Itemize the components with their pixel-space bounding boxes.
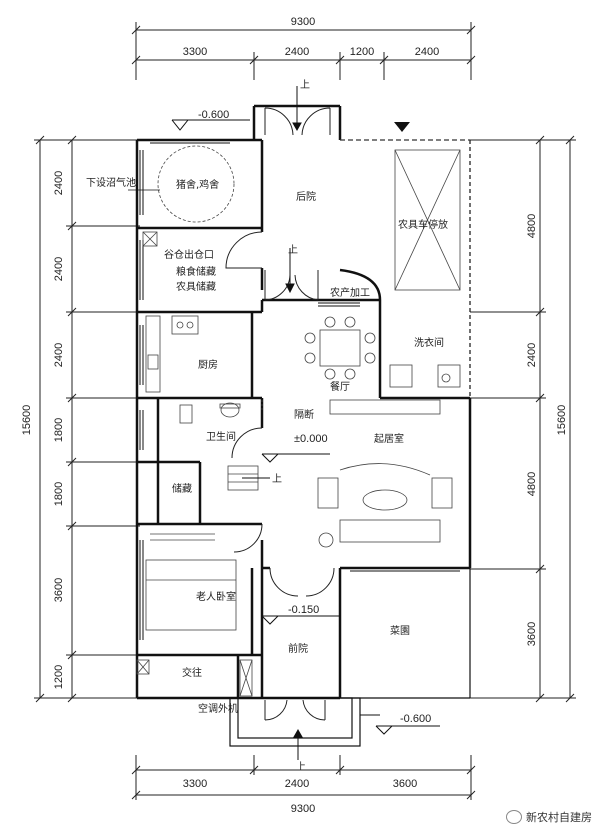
left-dim-4: 1800 xyxy=(53,418,65,442)
left-dimensions xyxy=(34,135,140,703)
left-dim-3: 2400 xyxy=(53,343,65,367)
left-dim-6: 3600 xyxy=(53,578,65,602)
watermark-text: 新农村自建房 xyxy=(526,811,592,824)
level-triangle-icon xyxy=(394,122,410,132)
label-kitchen: 厨房 xyxy=(198,358,218,371)
left-total-dim: 15600 xyxy=(21,405,33,436)
left-dim-2: 2400 xyxy=(53,257,65,281)
bottom-dim-3: 3600 xyxy=(393,778,417,790)
right-total-dim: 15600 xyxy=(556,405,568,436)
label-grain-store: 粮食储藏 xyxy=(176,265,216,278)
windows xyxy=(139,142,460,640)
label-biogas: 下设沼气池 xyxy=(86,176,136,189)
right-dimensions xyxy=(470,135,576,703)
up-label-mid: 上 xyxy=(288,244,298,256)
up-arrows xyxy=(242,86,303,760)
level-back-yard: -0.600 xyxy=(198,109,229,121)
right-dim-3: 4800 xyxy=(526,472,538,496)
bottom-dimensions xyxy=(131,755,476,800)
bottom-total-dim: 9300 xyxy=(291,803,315,815)
top-dim-1: 3300 xyxy=(183,46,207,58)
top-total-dim: 9300 xyxy=(291,16,315,28)
label-traffic: 交往 xyxy=(182,666,202,679)
label-vegetable-garden: 菜園 xyxy=(390,625,410,637)
top-dimensions xyxy=(131,22,476,80)
label-elder-bedroom: 老人卧室 xyxy=(196,590,236,603)
bottom-dim-1: 3300 xyxy=(183,778,207,790)
label-back-yard: 后院 xyxy=(296,190,316,203)
right-dim-4: 3600 xyxy=(526,622,538,646)
chat-icon xyxy=(506,810,522,824)
label-grain-outlet: 谷仓出仓口 xyxy=(164,248,214,261)
level-markers xyxy=(171,119,440,735)
level-front-step: -0.600 xyxy=(400,713,431,725)
right-dim-1: 4800 xyxy=(526,214,538,238)
right-dim-2: 2400 xyxy=(526,343,538,367)
label-dining: 餐厅 xyxy=(330,380,350,393)
label-storage: 储藏 xyxy=(172,482,192,495)
label-farm-processing: 农产加工 xyxy=(330,286,370,299)
up-label-top: 上 xyxy=(300,79,310,91)
level-front-porch: -0.150 xyxy=(288,604,319,616)
up-label-bottom: 上 xyxy=(296,761,306,773)
label-front-yard: 前院 xyxy=(288,642,308,655)
top-dim-4: 2400 xyxy=(415,46,439,58)
up-label-stair: 上 xyxy=(272,473,282,485)
label-partition: 隔断 xyxy=(294,408,314,421)
top-dim-3: 1200 xyxy=(350,46,374,58)
watermark: 新农村自建房 xyxy=(506,809,592,825)
label-living-room: 起居室 xyxy=(374,432,404,445)
left-dim-7: 1200 xyxy=(53,665,65,689)
top-dim-2: 2400 xyxy=(285,46,309,58)
level-main-floor: ±0.000 xyxy=(294,433,328,445)
label-pig-chicken-pen: 猪舍,鸡舍 xyxy=(176,178,219,191)
label-tool-store: 农具储藏 xyxy=(176,280,216,293)
label-bathroom: 卫生间 xyxy=(206,430,236,443)
furniture xyxy=(136,145,461,697)
bottom-dim-2: 2400 xyxy=(285,778,309,790)
label-tool-storage: 农具车停放 xyxy=(398,218,448,231)
walls xyxy=(135,104,472,747)
left-dim-1: 2400 xyxy=(53,171,65,195)
doors xyxy=(225,107,335,721)
label-laundry: 洗衣间 xyxy=(414,336,444,349)
label-ac-unit: 空调外机 xyxy=(198,702,238,715)
left-dim-5: 1800 xyxy=(53,482,65,506)
